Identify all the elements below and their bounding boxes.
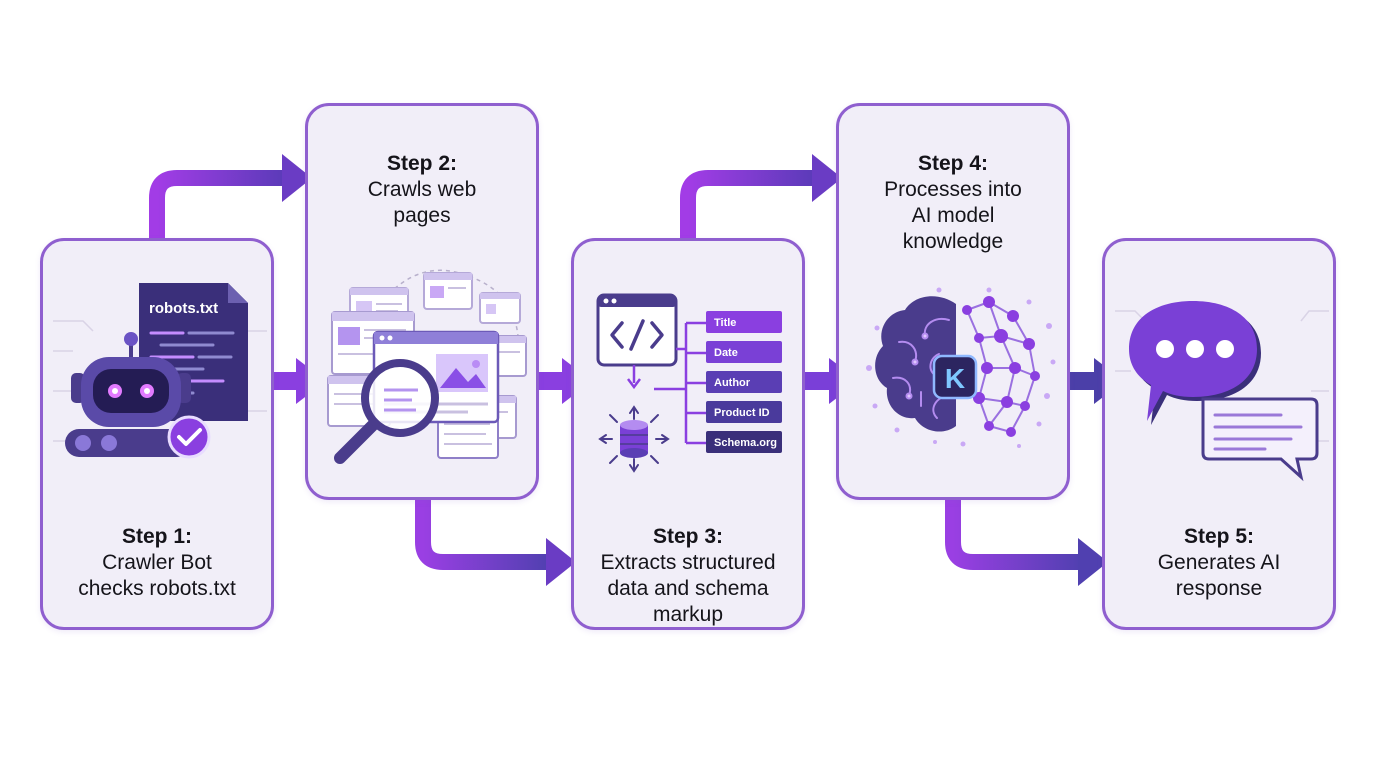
step-3-label: Step 3:	[652, 525, 723, 548]
step-3-desc-line-1: Extracts structured	[600, 551, 776, 574]
web-page-thumbnails	[327, 272, 527, 459]
step-4-desc-line-3: knowledge	[902, 230, 1004, 253]
step-3-card: Title Date Author Product ID Schema.org	[571, 238, 805, 630]
schema-field-title: Title	[714, 317, 736, 329]
step-2-desc-line-2: pages	[393, 204, 451, 227]
step-5-text: Step 5: Generates AI response	[1105, 524, 1333, 602]
database-icon	[598, 405, 670, 473]
chat-bubble-icon	[1129, 301, 1319, 482]
step-4-card: Step 4: Processes into AI model knowledg…	[836, 103, 1070, 500]
schema-field-product-id: Product ID	[714, 407, 770, 419]
step-1-illustration: robots.txt	[53, 283, 267, 459]
arrow-2-to-3-bottom	[415, 500, 576, 586]
arrow-4-to-5-bottom	[945, 500, 1108, 586]
step-2-label: Step 2:	[386, 152, 457, 175]
step-4-desc-line-1: Processes into	[884, 178, 1022, 201]
step-5-desc-line-1: Generates AI	[1157, 551, 1281, 574]
magnifier-icon	[334, 359, 439, 464]
step-5-illustration	[1115, 301, 1329, 482]
step-3-desc-line-3: markup	[652, 603, 724, 626]
brain-icon: K	[866, 287, 1056, 448]
step-3-text: Step 3: Extracts structured data and sch…	[574, 524, 802, 628]
step-3-desc-line-2: data and schema	[607, 577, 769, 600]
schema-fields: Title Date Author Product ID Schema.org	[706, 311, 782, 453]
code-icon	[596, 293, 678, 367]
step-2-card: Step 2: Crawls web pages	[305, 103, 539, 500]
step-3-illustration: Title Date Author Product ID Schema.org	[596, 293, 782, 473]
arrow-1-to-2-top	[149, 154, 312, 238]
step-4-desc-line-2: AI model	[911, 204, 995, 227]
check-icon	[167, 415, 211, 459]
schema-field-author: Author	[714, 377, 751, 389]
step-1-desc-line-2: checks robots.txt	[78, 577, 236, 600]
schema-field-schema-org: Schema.org	[714, 437, 777, 449]
step-4-label: Step 4:	[917, 152, 988, 175]
step-5-label: Step 5:	[1183, 525, 1254, 548]
step-1-text: Step 1: Crawler Bot checks robots.txt	[43, 524, 271, 602]
step-2-text: Step 2: Crawls web pages	[308, 151, 536, 229]
step-2-desc-line-1: Crawls web	[367, 178, 477, 201]
step-5-desc-line-2: response	[1175, 577, 1263, 600]
step-4-text: Step 4: Processes into AI model knowledg…	[839, 151, 1067, 255]
robots-file-name: robots.txt	[149, 300, 218, 317]
step-1-desc-line-1: Crawler Bot	[102, 551, 212, 574]
arrow-3-to-4-top	[680, 154, 842, 238]
step-5-card: Step 5: Generates AI response	[1102, 238, 1336, 630]
step-4-illustration: K	[866, 287, 1056, 448]
step-2-illustration	[327, 269, 527, 464]
schema-field-date: Date	[714, 347, 738, 359]
k-logo: K	[945, 363, 965, 394]
robot-icon	[65, 332, 191, 457]
step-1-label: Step 1:	[121, 525, 192, 548]
step-1-card: robots.txt	[40, 238, 274, 630]
